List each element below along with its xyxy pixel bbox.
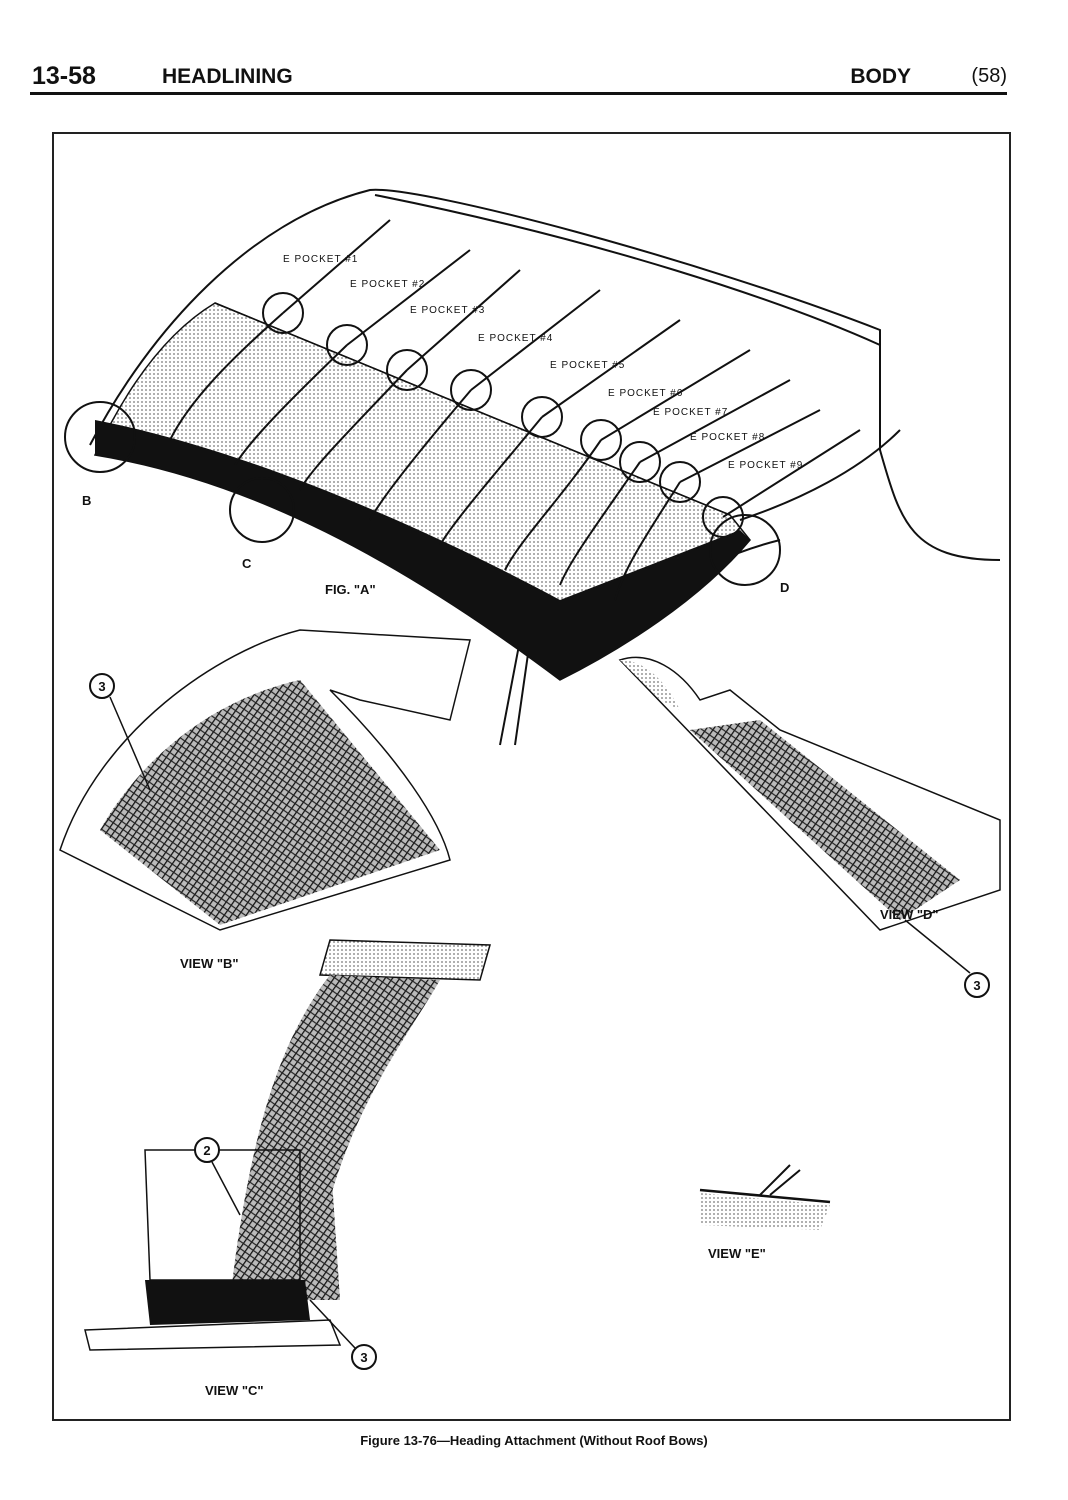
- view-b-label: VIEW "B": [180, 956, 239, 971]
- pocket-1-label: E POCKET #1: [283, 254, 358, 265]
- view-b-callout-3: 3: [98, 679, 105, 694]
- view-c-callout-3: 3: [360, 1350, 367, 1365]
- roof-outline: [89, 188, 1001, 746]
- view-e-label: VIEW "E": [708, 1246, 766, 1261]
- pocket-5-label: E POCKET #5: [550, 360, 625, 371]
- view-d-callout-3: 3: [973, 978, 980, 993]
- view-e-drawing: VIEW "E": [699, 1164, 831, 1261]
- pocket-6-label: E POCKET #6: [608, 388, 683, 399]
- chapter-title: BODY: [850, 65, 911, 88]
- detail-b-letter: B: [82, 493, 91, 508]
- view-c-callout-2: 2: [203, 1143, 210, 1158]
- view-d-drawing: 3 VIEW "D": [618, 656, 1001, 998]
- page-header: 13-58 HEADLINING BODY (58): [30, 62, 1007, 95]
- front-retainer-strip: [95, 420, 750, 680]
- pocket-7-label: E POCKET #7: [653, 407, 728, 418]
- fig-a-label: FIG. "A": [325, 582, 376, 597]
- view-c-drawing: 2 3 VIEW "C": [84, 939, 491, 1398]
- figure-frame: [52, 132, 1011, 1421]
- section-title: HEADLINING: [162, 65, 293, 88]
- pocket-2-label: E POCKET #2: [350, 279, 425, 290]
- view-b-drawing: 3 VIEW "B": [59, 629, 471, 971]
- figure-caption: Figure 13-76—Heading Attachment (Without…: [360, 1433, 708, 1448]
- pocket-9-label: E POCKET #9: [728, 460, 803, 471]
- pocket-3-label: E POCKET #3: [410, 305, 485, 316]
- view-c-label: VIEW "C": [205, 1383, 264, 1398]
- pocket-circles: [64, 292, 781, 586]
- pocket-4-label: E POCKET #4: [478, 333, 553, 344]
- detail-c-letter: C: [242, 556, 252, 571]
- page-ref: (58): [971, 65, 1007, 87]
- pocket-8-label: E POCKET #8: [690, 432, 765, 443]
- page-number: 13-58: [32, 62, 96, 90]
- detail-d-letter: D: [780, 580, 789, 595]
- view-d-label: VIEW "D": [880, 907, 939, 922]
